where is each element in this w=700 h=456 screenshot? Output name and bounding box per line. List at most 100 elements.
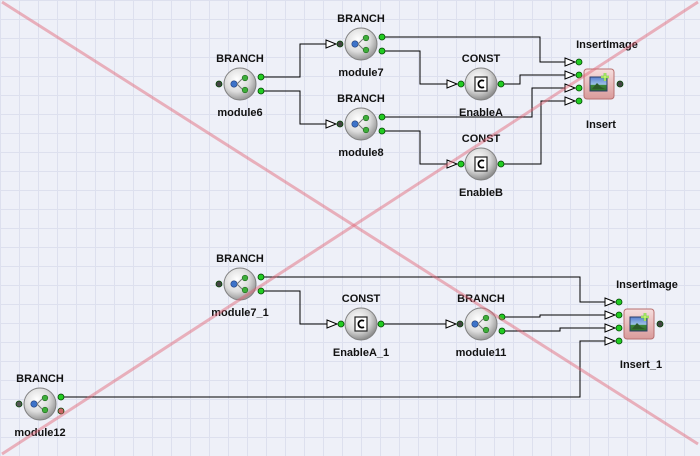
branch-icon bbox=[230, 274, 249, 294]
input-port[interactable] bbox=[456, 320, 464, 328]
output-port-1[interactable] bbox=[378, 33, 386, 41]
wire-arrowhead bbox=[325, 119, 338, 129]
output-port-1[interactable] bbox=[378, 113, 386, 121]
node-name-label: module6 bbox=[217, 107, 262, 119]
wire-module11-Insert_1-2 bbox=[505, 323, 617, 333]
input-port-4[interactable] bbox=[615, 337, 623, 345]
output-port[interactable] bbox=[616, 80, 624, 88]
input-port[interactable] bbox=[215, 280, 223, 288]
diagram-nodes: BRANCHmodule6BRANCHmodule7BRANCHmodule8C… bbox=[14, 13, 678, 439]
node-type-label: CONST bbox=[462, 133, 501, 145]
output-port-2[interactable] bbox=[498, 327, 506, 335]
input-port[interactable] bbox=[337, 320, 345, 328]
input-port[interactable] bbox=[457, 80, 465, 88]
output-port-2[interactable] bbox=[378, 127, 386, 135]
wire-EnableA-Insert bbox=[504, 70, 577, 85]
const-c-icon bbox=[474, 76, 488, 92]
input-port-4[interactable] bbox=[575, 97, 583, 105]
insert-image-icon bbox=[629, 313, 649, 332]
wire-arrowhead bbox=[445, 319, 458, 329]
input-port[interactable] bbox=[215, 80, 223, 88]
branch-node-body bbox=[223, 67, 257, 101]
node-enablea-1[interactable]: CONST EnableA_1 bbox=[333, 293, 389, 359]
wire-module8-EnableB bbox=[385, 130, 459, 169]
node-name-label: Insert bbox=[586, 119, 616, 131]
wire-arrowhead bbox=[604, 336, 617, 346]
connection-wires bbox=[64, 36, 617, 398]
wire-module7_1-Insert_1 bbox=[264, 276, 617, 307]
node-module6[interactable]: BRANCH module6 bbox=[215, 53, 265, 119]
output-port-2[interactable] bbox=[57, 407, 65, 415]
wire-EnableB-Insert bbox=[504, 96, 577, 165]
node-module7-1[interactable]: BRANCH module7_1 bbox=[211, 253, 268, 319]
wire-module6-module8 bbox=[264, 90, 338, 129]
wire-module12-Insert_1 bbox=[64, 336, 617, 398]
wire-module11-Insert_1 bbox=[505, 310, 617, 320]
wire-arrowhead bbox=[326, 319, 339, 329]
output-port-2[interactable] bbox=[257, 87, 265, 95]
branch-node-body bbox=[344, 27, 378, 61]
input-port-2[interactable] bbox=[575, 71, 583, 79]
input-port-1[interactable] bbox=[575, 58, 583, 66]
output-port-1[interactable] bbox=[257, 73, 265, 81]
branch-node-body bbox=[344, 107, 378, 141]
wire-arrowhead bbox=[564, 70, 577, 80]
wire-arrowhead bbox=[446, 79, 459, 89]
const-c-icon bbox=[474, 156, 488, 172]
node-type-label: BRANCH bbox=[337, 93, 385, 105]
output-port[interactable] bbox=[377, 320, 385, 328]
output-port-2[interactable] bbox=[378, 47, 386, 55]
input-port-2[interactable] bbox=[615, 311, 623, 319]
output-port[interactable] bbox=[497, 80, 505, 88]
wire-module7-Insert bbox=[385, 36, 577, 67]
input-port[interactable] bbox=[15, 400, 23, 408]
wire-module7-EnableA bbox=[385, 50, 459, 89]
wire-arrowhead bbox=[446, 159, 459, 169]
branch-icon bbox=[471, 314, 490, 334]
wire-arrowhead bbox=[564, 96, 577, 106]
output-port[interactable] bbox=[656, 320, 664, 328]
input-port-3[interactable] bbox=[575, 84, 583, 92]
node-enableb[interactable]: CONST EnableB bbox=[457, 133, 505, 199]
input-port-3[interactable] bbox=[615, 324, 623, 332]
node-type-label: InsertImage bbox=[576, 39, 638, 51]
node-name-label: module12 bbox=[14, 427, 65, 439]
output-port-1[interactable] bbox=[257, 273, 265, 281]
node-name-label: module7 bbox=[338, 67, 383, 79]
wire-arrowhead bbox=[564, 83, 577, 93]
output-port-1[interactable] bbox=[57, 393, 65, 401]
input-port[interactable] bbox=[457, 160, 465, 168]
input-port[interactable] bbox=[336, 40, 344, 48]
node-type-label: BRANCH bbox=[216, 53, 264, 65]
cross-line-a bbox=[1, 0, 699, 446]
input-port-1[interactable] bbox=[615, 298, 623, 306]
node-name-label: EnableA_1 bbox=[333, 347, 389, 359]
output-port[interactable] bbox=[497, 160, 505, 168]
wire-arrowhead bbox=[604, 297, 617, 307]
wire-EnableA_1-module11 bbox=[384, 319, 458, 329]
branch-node-body bbox=[223, 267, 257, 301]
branch-icon bbox=[230, 74, 249, 94]
node-type-label: CONST bbox=[342, 293, 381, 305]
node-name-label: module7_1 bbox=[211, 307, 268, 319]
node-name-label: EnableA bbox=[459, 107, 503, 119]
wire-module8-Insert bbox=[385, 83, 577, 118]
node-type-label: BRANCH bbox=[216, 253, 264, 265]
node-name-label: EnableB bbox=[459, 187, 503, 199]
node-name-label: module11 bbox=[456, 347, 507, 359]
branch-icon bbox=[351, 114, 370, 134]
node-type-label: BRANCH bbox=[457, 293, 505, 305]
output-port-1[interactable] bbox=[498, 313, 506, 321]
output-port-2[interactable] bbox=[257, 287, 265, 295]
input-port[interactable] bbox=[336, 120, 344, 128]
node-module11[interactable]: BRANCH module11 bbox=[456, 293, 507, 359]
